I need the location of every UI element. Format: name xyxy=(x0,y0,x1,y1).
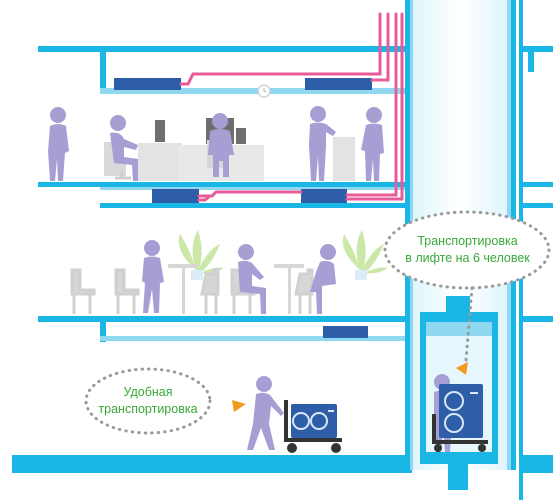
arrow-to-elevator-icon xyxy=(456,362,468,375)
callout-bubbles xyxy=(84,210,551,435)
cafe-people xyxy=(142,240,336,314)
transport-callout-bubble xyxy=(84,367,212,435)
transport-callout-line1: Удобная xyxy=(123,385,173,399)
floor-slabs xyxy=(12,46,553,473)
transport-callout-line2: транспортировка xyxy=(98,402,198,416)
ac-units xyxy=(114,78,372,338)
elevator-callout-line2: в лифте на 6 человек xyxy=(405,251,530,265)
plants xyxy=(178,230,388,280)
refrigerant-pipes xyxy=(179,12,404,202)
worker-with-cart xyxy=(247,376,342,453)
office-people xyxy=(48,106,384,181)
arrow-icons xyxy=(232,362,468,412)
wall-clock-icon xyxy=(257,84,271,98)
cafe-furniture xyxy=(70,264,314,314)
elevator-callout: Транспортировка в лифте на 6 человек xyxy=(395,233,540,267)
worker-in-elevator xyxy=(432,374,488,452)
elevator-callout-pointer xyxy=(464,286,474,362)
arrow-to-cart-icon xyxy=(232,400,246,412)
elevator-callout-line1: Транспортировка xyxy=(417,234,518,248)
elevator-callout-bubble xyxy=(383,210,551,290)
transport-callout: Удобная транспортировка xyxy=(88,384,208,418)
